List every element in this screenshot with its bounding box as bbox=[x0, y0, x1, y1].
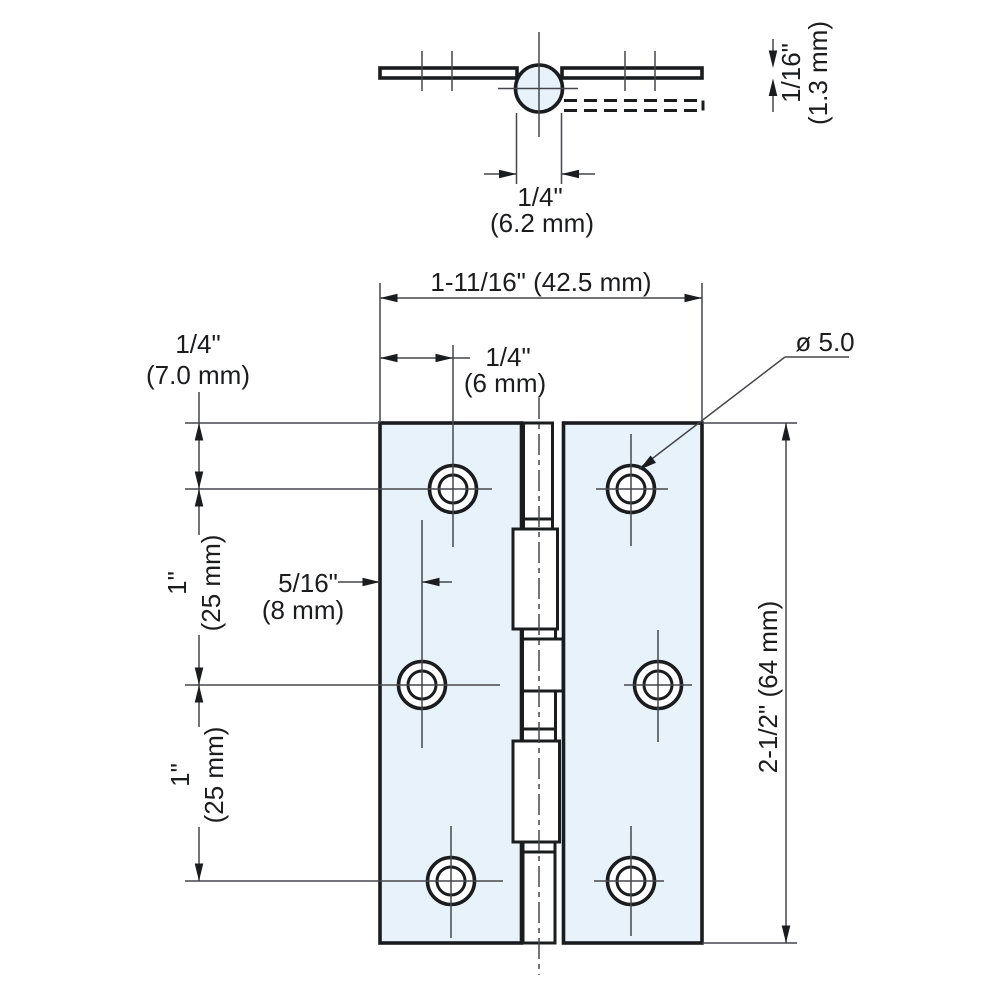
hole-offset-inch-label: 1/4" bbox=[485, 342, 530, 372]
arrowhead-down bbox=[768, 50, 778, 68]
height-label: 2-1/2" (64 mm) bbox=[753, 601, 783, 774]
pitch1-inch-label: 1" bbox=[162, 571, 192, 595]
arrowhead-right bbox=[435, 353, 453, 363]
front-view: 1-11/16" (42.5 mm) 1/4" (6 mm) ø 5.0 bbox=[146, 267, 855, 975]
arrowhead-left bbox=[380, 293, 398, 303]
arrowhead-up-3 bbox=[194, 685, 204, 703]
dim-overall-width: 1-11/16" (42.5 mm) bbox=[379, 267, 703, 421]
arrowhead-right bbox=[362, 577, 380, 587]
knuckle-segment-5 bbox=[511, 739, 561, 844]
arrowhead-down-2 bbox=[194, 667, 204, 685]
screw-holes bbox=[396, 345, 692, 938]
thickness-inch-label: 1/16" bbox=[776, 43, 806, 103]
dim-left-chain: 1/4" (7.0 mm) 1" (25 mm) 1" (25 mm) bbox=[146, 329, 503, 882]
overall-width-label: 1-11/16" (42.5 mm) bbox=[430, 267, 651, 297]
knuckle-segment-2 bbox=[511, 527, 559, 631]
arrowhead-up bbox=[781, 423, 791, 441]
leader-line bbox=[639, 356, 786, 469]
arrowhead-down-3 bbox=[194, 863, 204, 881]
arrowhead-right bbox=[499, 169, 517, 179]
dim-overall-height: 2-1/2" (64 mm) bbox=[702, 422, 797, 944]
top-view: 1/4" (6.2 mm) 1/16" (1.3 mm) bbox=[378, 21, 833, 238]
height-label-group: 2-1/2" (64 mm) bbox=[753, 601, 783, 774]
leader-arrowhead bbox=[639, 455, 656, 470]
callout-hole-diameter: ø 5.0 bbox=[639, 327, 855, 470]
pin-dia-inch-label: 1/4" bbox=[517, 182, 562, 212]
dim-hole-column-offset: 1/4" (6 mm) bbox=[380, 342, 546, 398]
dim-middle-hole-offset: 5/16" (8 mm) bbox=[262, 568, 452, 625]
pin-dia-mm-label: (6.2 mm) bbox=[490, 208, 594, 238]
thickness-mm-label: (1.3 mm) bbox=[803, 21, 833, 125]
arrowhead-left bbox=[561, 169, 579, 179]
dim-leaf-thickness: 1/16" (1.3 mm) bbox=[768, 21, 833, 125]
mid-offset-mm-label: (8 mm) bbox=[262, 595, 344, 625]
pitch1-mm-label: (25 mm) bbox=[196, 535, 226, 632]
arrowhead-down bbox=[781, 925, 791, 943]
arrowhead-down-1 bbox=[194, 471, 204, 489]
hole-dia-label: ø 5.0 bbox=[795, 327, 854, 357]
side-right-leaf bbox=[560, 66, 704, 80]
arrowhead-up-2 bbox=[194, 489, 204, 507]
pitch1-label-group: 1" (25 mm) bbox=[162, 535, 226, 632]
arrowhead-up-1 bbox=[194, 423, 204, 441]
dim-pin-diameter: 1/4" (6.2 mm) bbox=[484, 113, 595, 238]
hole-offset-mm-label: (6 mm) bbox=[464, 368, 546, 398]
hole-top-right bbox=[596, 434, 668, 546]
hole-middle-right bbox=[624, 630, 692, 742]
thickness-label-group: 1/16" (1.3 mm) bbox=[776, 21, 833, 125]
top-margin-mm-label: (7.0 mm) bbox=[146, 360, 250, 390]
knuckle-segment-1 bbox=[522, 421, 554, 521]
pitch2-label-group: 1" (25 mm) bbox=[165, 727, 229, 824]
arrowhead-up bbox=[768, 78, 778, 96]
pitch2-mm-label: (25 mm) bbox=[199, 727, 229, 824]
hole-bottom-right bbox=[594, 826, 664, 936]
arrowhead-left bbox=[422, 577, 440, 587]
mid-offset-inch-label: 5/16" bbox=[278, 568, 338, 598]
top-margin-inch-label: 1/4" bbox=[175, 329, 220, 359]
side-left-leaf bbox=[378, 66, 519, 80]
barrel-knuckles bbox=[511, 398, 565, 975]
arrowhead-left bbox=[380, 353, 398, 363]
arrowhead-right bbox=[684, 293, 702, 303]
pitch2-inch-label: 1" bbox=[165, 763, 195, 787]
knuckle-segment-3 bbox=[521, 637, 565, 693]
